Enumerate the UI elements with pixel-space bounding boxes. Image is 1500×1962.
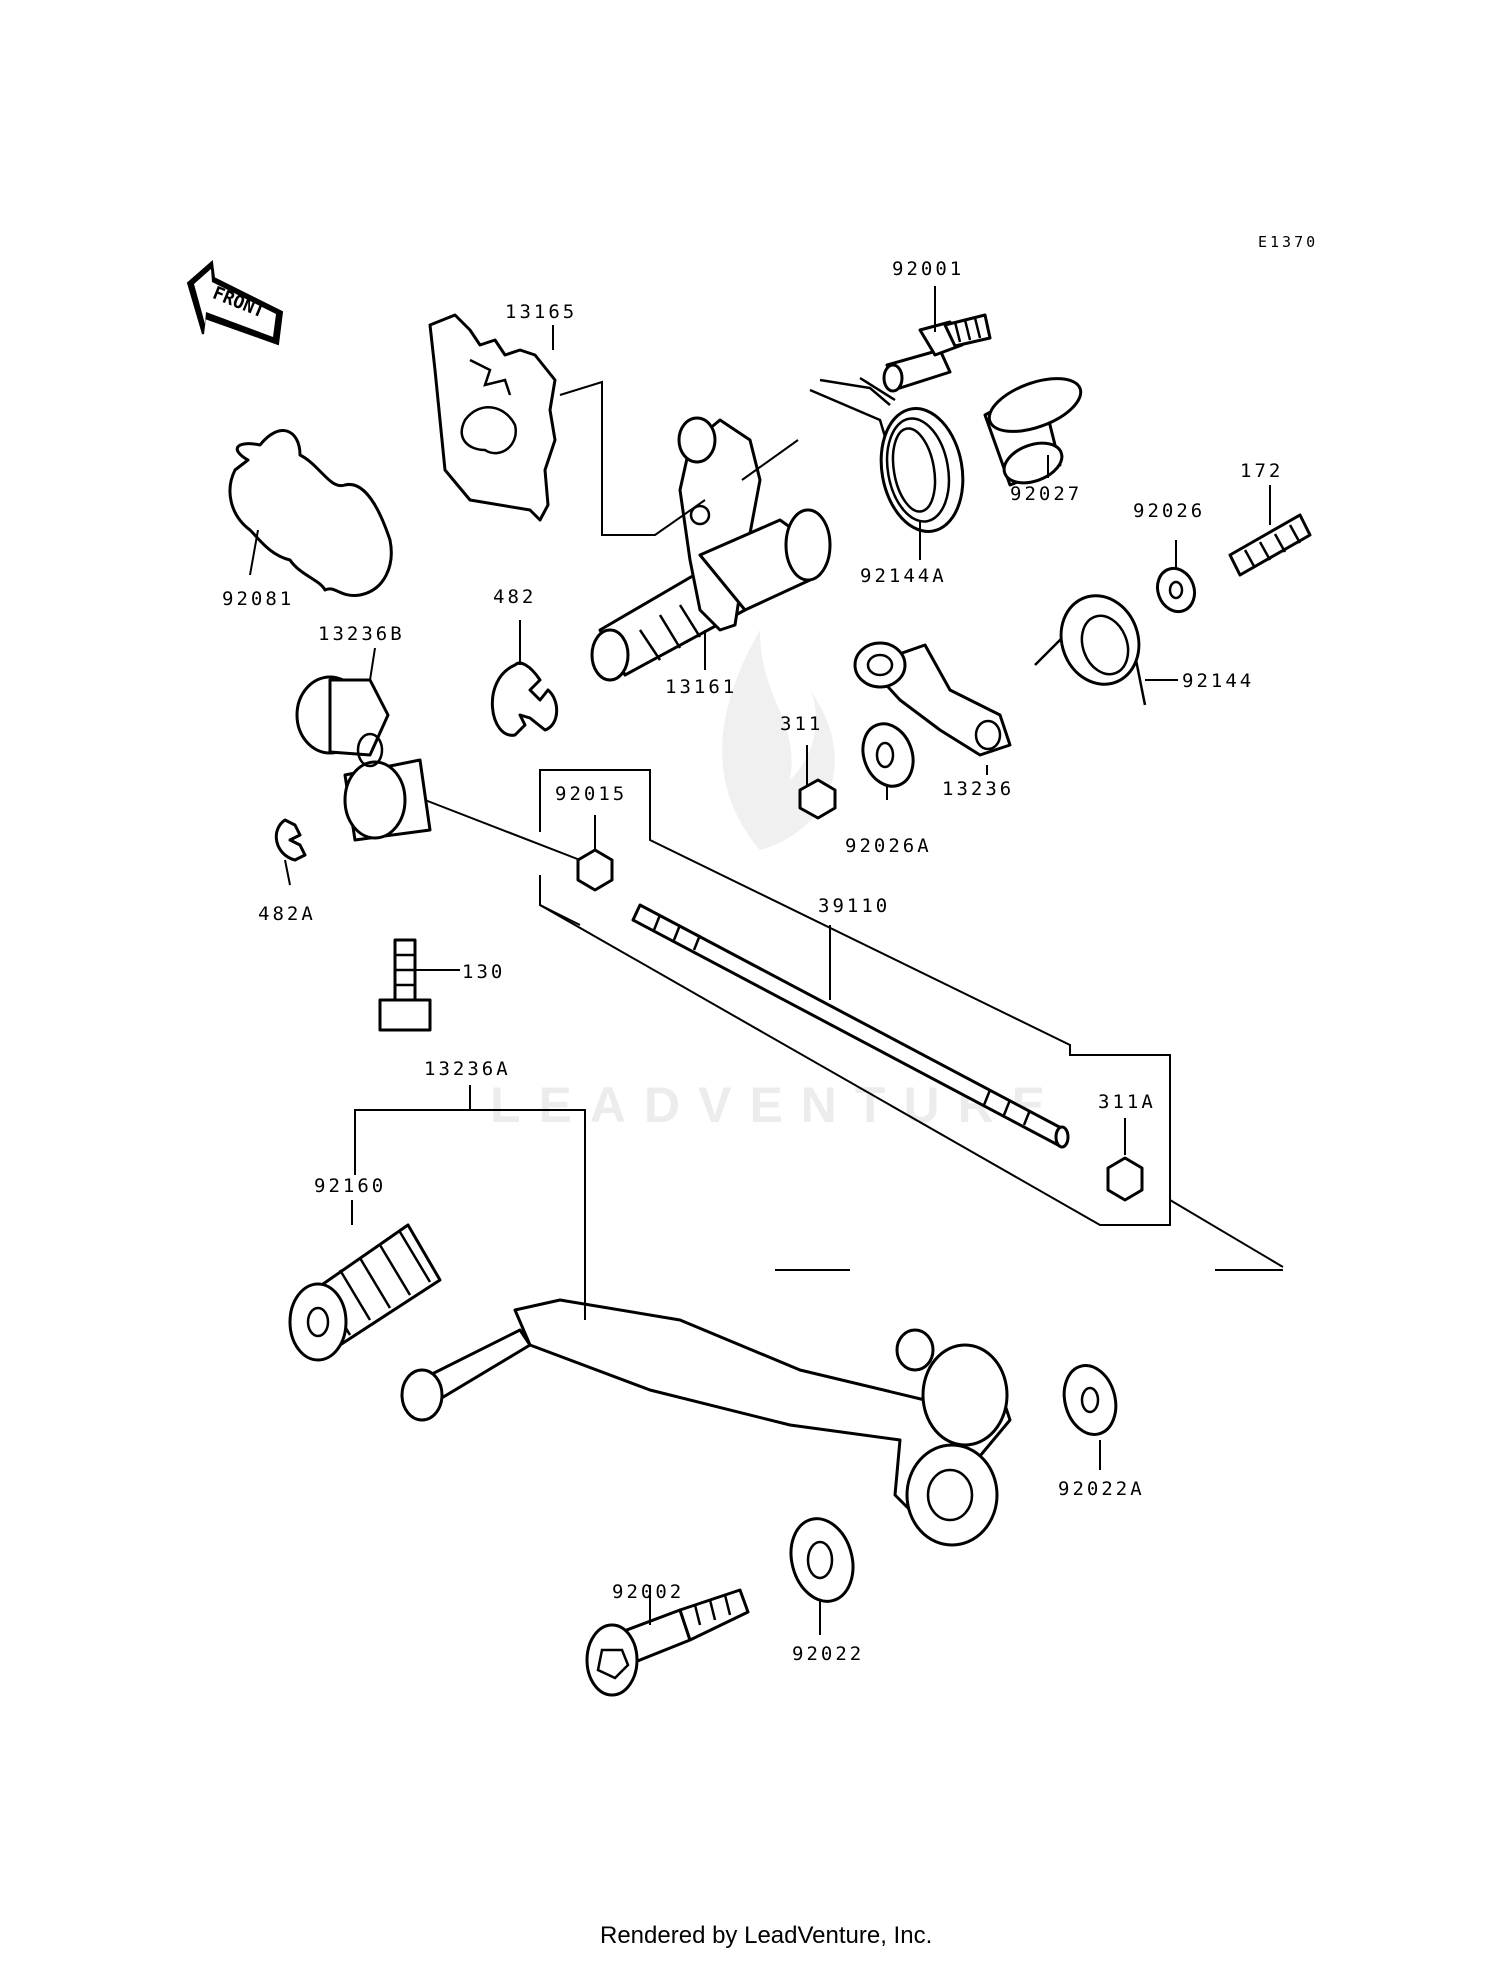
label-13161: 13161 [665,676,737,698]
gasket-92081 [228,429,393,597]
label-92026A: 92026A [845,835,932,857]
label-130: 130 [462,961,505,983]
spring-92144A [809,376,965,533]
footer-credit: Rendered by LeadVenture, Inc. [600,1922,932,1949]
front-arrow-icon: FRONT [186,260,284,346]
bolt-92002 [585,1588,750,1697]
label-39110: 39110 [818,895,890,917]
label-92022: 92022 [792,1643,864,1665]
label-482: 482 [493,586,536,608]
washer-92022 [789,1517,855,1603]
circlip-482 [491,661,559,737]
label-13236B: 13236B [318,623,405,645]
bolt-130 [378,938,432,1032]
label-92027: 92027 [1010,483,1082,505]
diagram-code: E1370 [1258,233,1318,251]
nut-92015 [576,848,614,892]
rod-39110 [631,903,1070,1149]
label-311A: 311A [1098,1091,1156,1113]
nut-311A [1106,1156,1144,1202]
washer-92026A [861,722,915,788]
label-92160: 92160 [314,1175,386,1197]
bolt-92001 [882,313,992,393]
leader-lines [249,286,1284,1635]
label-92144: 92144 [1182,670,1254,692]
plate-13165 [428,313,557,522]
label-92081: 92081 [222,588,294,610]
label-13165: 13165 [505,301,577,323]
washer-92022A [1062,1364,1118,1436]
label-92026: 92026 [1133,500,1205,522]
collar-92027 [983,377,1083,487]
nut-311 [798,778,837,820]
part-labels: 92001 13165 92027 92144A 172 92026 92081… [222,258,1283,1665]
arm-13236 [853,641,1012,757]
pin-172 [1228,513,1312,577]
shaft-13161 [590,416,832,682]
label-311: 311 [780,713,823,735]
pedal-13236A [400,1298,1012,1547]
label-92001: 92001 [892,258,964,280]
circlip-482A [274,818,307,862]
rubber-92160 [288,1223,442,1362]
label-92144A: 92144A [860,565,947,587]
label-13236A: 13236A [424,1058,511,1080]
label-13236: 13236 [942,778,1014,800]
label-482A: 482A [258,903,316,925]
label-172: 172 [1240,460,1283,482]
joint-13236B [295,675,432,842]
washer-92026 [1155,566,1197,614]
label-92022A: 92022A [1058,1478,1145,1500]
label-92002: 92002 [612,1581,684,1603]
spring-92144 [1034,594,1147,706]
label-92015: 92015 [555,783,627,805]
